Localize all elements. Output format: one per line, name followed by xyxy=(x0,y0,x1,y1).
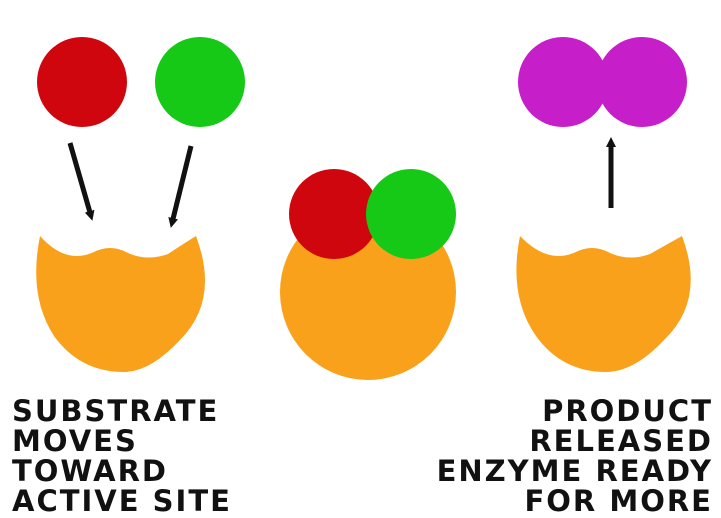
caption-left-line-2: MOVES xyxy=(12,426,232,456)
caption-substrate-approach: SUBSTRATE MOVES TOWARD ACTIVE SITE xyxy=(12,396,232,516)
arrow-down-left xyxy=(70,143,91,216)
stage-substrate-approach xyxy=(36,37,245,372)
caption-right-line-1: PRODUCT xyxy=(437,396,713,426)
caption-product-release: PRODUCT RELEASED ENZYME READY FOR MORE xyxy=(437,396,713,516)
caption-right-line-3: ENZYME READY xyxy=(437,456,713,486)
caption-right-line-4: FOR MORE xyxy=(437,486,713,516)
product-molecule-right xyxy=(597,37,687,127)
substrate-green-molecule xyxy=(155,37,245,127)
bound-substrate-green xyxy=(366,169,456,259)
caption-left-line-1: SUBSTRATE xyxy=(12,396,232,426)
stage-product-release xyxy=(516,37,690,372)
caption-right-line-2: RELEASED xyxy=(437,426,713,456)
product-molecule-left xyxy=(518,37,608,127)
bound-substrate-red xyxy=(289,169,379,259)
caption-left-line-3: TOWARD xyxy=(12,456,232,486)
enzyme-ready xyxy=(516,236,690,372)
enzyme-with-active-site xyxy=(36,236,205,372)
arrow-down-right xyxy=(172,146,191,223)
substrate-red-molecule xyxy=(37,37,127,127)
stage-enzyme-substrate-complex xyxy=(280,169,456,380)
caption-left-line-4: ACTIVE SITE xyxy=(12,486,232,516)
